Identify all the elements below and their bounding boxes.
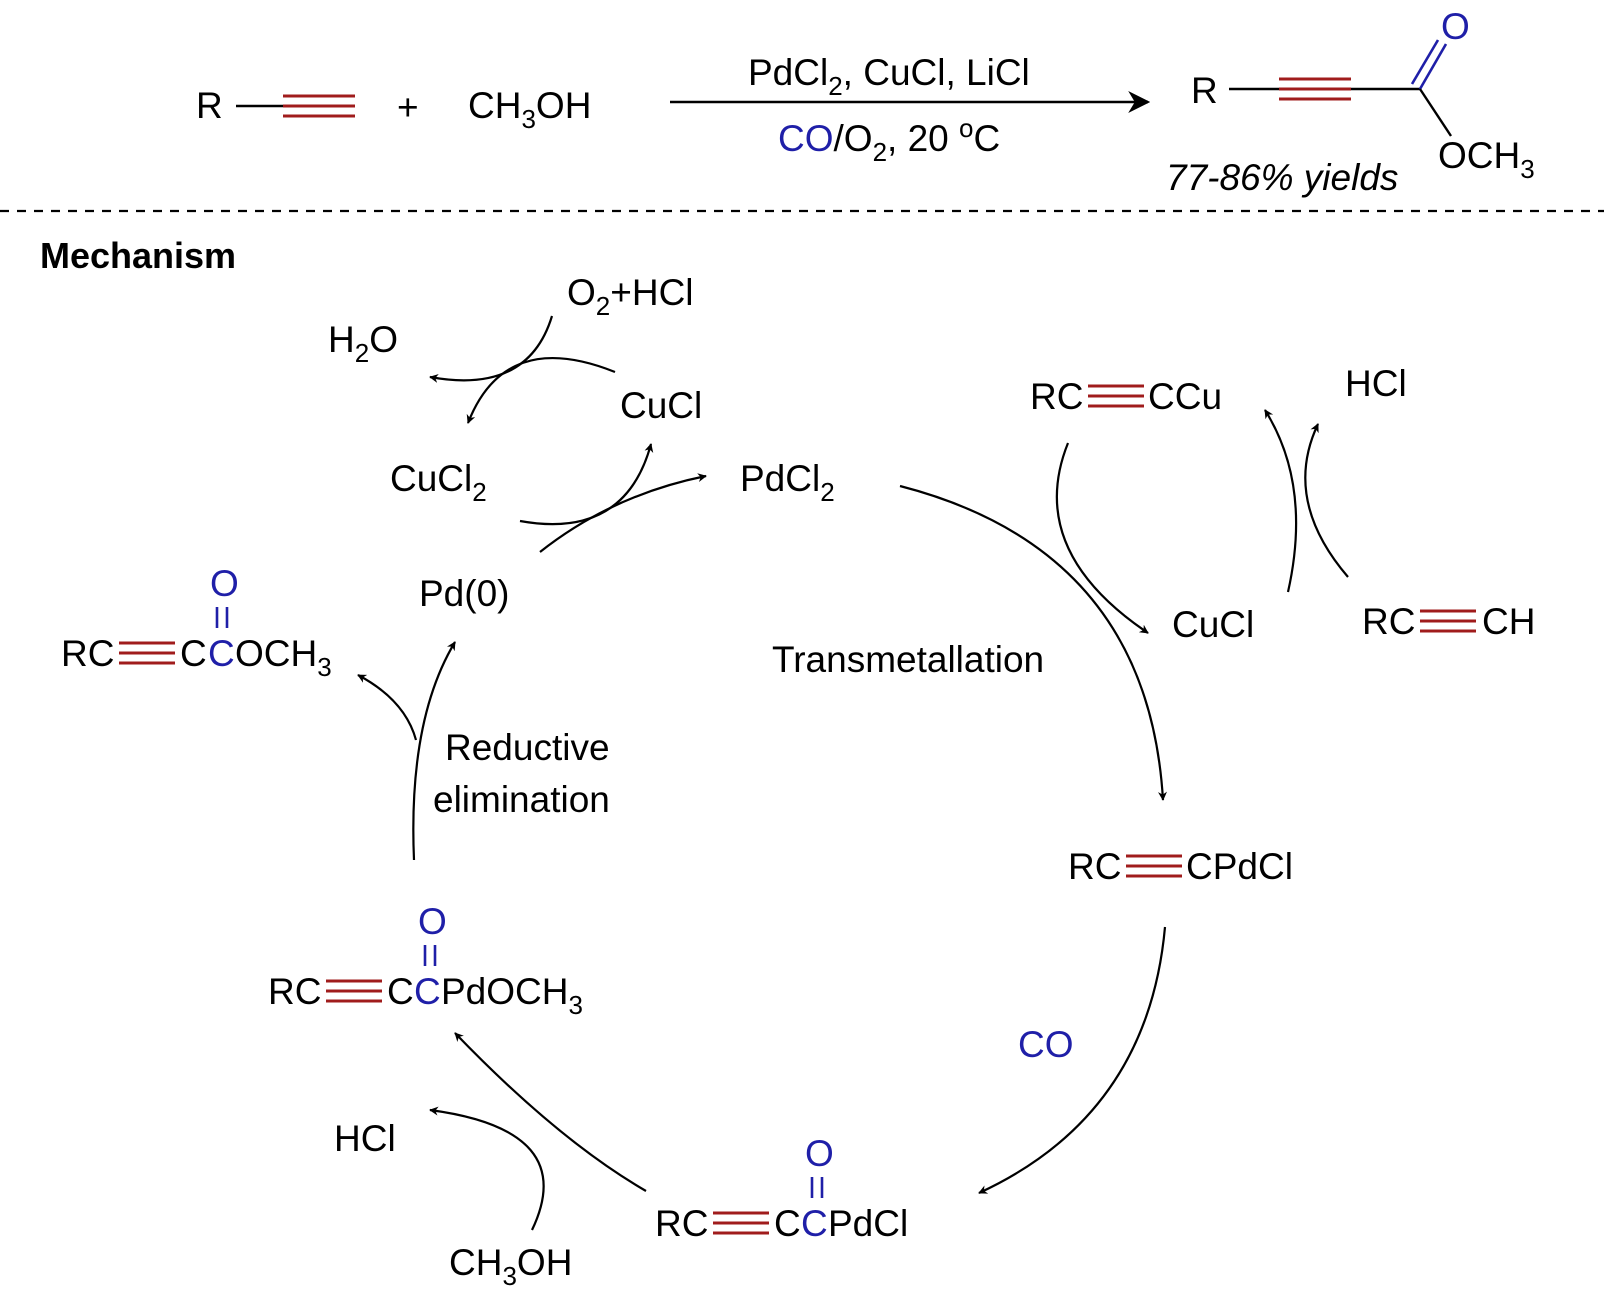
reactant-alkyne: R [196, 85, 355, 126]
plus-sign: + [397, 87, 419, 128]
svg-text:C: C [774, 1203, 801, 1244]
svg-text:RC: RC [1068, 846, 1121, 887]
yield-label: 77-86% yields [1166, 157, 1398, 198]
arrow-to-hcl [1304, 423, 1349, 578]
carbonyl-oxygen: O [805, 1133, 834, 1174]
acyl-pd-chloride: RC C C PdCl O [655, 1133, 908, 1244]
top-reaction: R + CH3OH PdCl2, CuCl, LiCl CO/O2, 20 oC… [196, 6, 1535, 198]
o2-hcl-label: O2+HCl [567, 272, 694, 321]
svg-text:CPdCl: CPdCl [1186, 846, 1293, 887]
svg-text:OCH3: OCH3 [235, 633, 332, 682]
arrow-ccu-to-cucl [1055, 442, 1149, 634]
hcl-bottom-label: HCl [334, 1118, 396, 1159]
methoxy-group: OCH3 [1438, 135, 1535, 184]
svg-text:PdOCH3: PdOCH3 [441, 971, 583, 1020]
cucl2-label: CuCl2 [390, 458, 487, 507]
arrow-pd0-to-pdcl2 [539, 473, 707, 553]
pdcl2-label: PdCl2 [740, 458, 835, 507]
carbonyl-oxygen: O [210, 563, 239, 604]
co-reagent-label: CO [1018, 1024, 1074, 1065]
conditions-gas-temp: CO/O2, 20 oC [778, 113, 1000, 167]
arrow-pdcl2-to-alkynylpd [899, 484, 1168, 801]
carbonyl-carbon: C [801, 1203, 828, 1244]
arrow-methanolysis [454, 1032, 647, 1192]
carbonyl-double-bond [423, 945, 437, 966]
svg-text:RC: RC [1362, 601, 1415, 642]
triple-bond [713, 1211, 769, 1235]
svg-text:C: C [180, 633, 207, 674]
reactant-r-label: R [196, 85, 223, 126]
svg-text:CH: CH [1482, 601, 1535, 642]
triple-bond [1088, 384, 1144, 408]
ester-bond [1418, 88, 1453, 137]
product-r-label: R [1191, 70, 1218, 111]
triple-bond [1126, 854, 1182, 878]
carbonyl-carbon: C [208, 633, 235, 674]
svg-text:RC: RC [655, 1203, 708, 1244]
mechanism: Mechanism O2+HCl H2O CuCl CuCl2 PdCl2 Pd… [40, 235, 1535, 1291]
svg-text:CCu: CCu [1148, 376, 1222, 417]
pd0-label: Pd(0) [419, 573, 509, 614]
svg-text:C: C [387, 971, 414, 1012]
carbonyl-oxygen: O [418, 901, 447, 942]
acyl-pd-methoxide: RC C C PdOCH3 O [268, 901, 583, 1020]
methanol-bottom-label: CH3OH [449, 1242, 572, 1291]
triple-bond [283, 94, 355, 118]
carbonyl-double-bond [810, 1177, 824, 1198]
arrow-cucl-to-cucl2 [466, 357, 616, 424]
methanol-reagent: CH3OH [468, 85, 591, 134]
triple-bond [1420, 609, 1476, 633]
water-label: H2O [328, 319, 398, 368]
svg-text:RC: RC [1030, 376, 1083, 417]
arrow-cucl2-to-cucl [519, 443, 654, 526]
reductive-label-line1: Reductive [445, 727, 610, 768]
arrow-cucl-to-ccu [1264, 409, 1298, 593]
arrow-reductive-elimination-to-pd0 [412, 641, 456, 861]
alkynyl-pd-chloride: RC CPdCl [1068, 846, 1293, 887]
carbonyl-double-bond [215, 607, 229, 628]
cucl-top-label: CuCl [620, 385, 702, 426]
arrow-to-product-ester [357, 674, 418, 741]
arrow-co-insertion [978, 926, 1167, 1194]
carbonyl-double-bond [1410, 39, 1448, 90]
svg-text:PdCl: PdCl [828, 1203, 908, 1244]
conditions-catalysts: PdCl2, CuCl, LiCl [748, 52, 1030, 101]
mechanism-product-ester: RC C C OCH3 O [61, 563, 332, 682]
mechanism-heading: Mechanism [40, 235, 236, 276]
arrow-methanol-to-hcl [429, 1106, 545, 1231]
svg-text:RC: RC [268, 971, 321, 1012]
carbonyl-oxygen: O [1441, 6, 1470, 47]
arrow-to-water [429, 315, 554, 383]
copper-acetylide: RC CCu [1030, 376, 1222, 417]
svg-text:RC: RC [61, 633, 114, 674]
carbonyl-carbon: C [414, 971, 441, 1012]
hcl-right-label: HCl [1345, 363, 1407, 404]
cucl-right-label: CuCl [1172, 604, 1254, 645]
triple-bond [1279, 77, 1351, 101]
triple-bond [119, 641, 175, 665]
triple-bond [326, 979, 382, 1003]
reductive-label-line2: elimination [433, 779, 610, 820]
product-ester: R O OCH3 [1191, 6, 1535, 184]
transmetallation-label: Transmetallation [772, 639, 1044, 680]
terminal-alkyne: RC CH [1362, 601, 1535, 642]
